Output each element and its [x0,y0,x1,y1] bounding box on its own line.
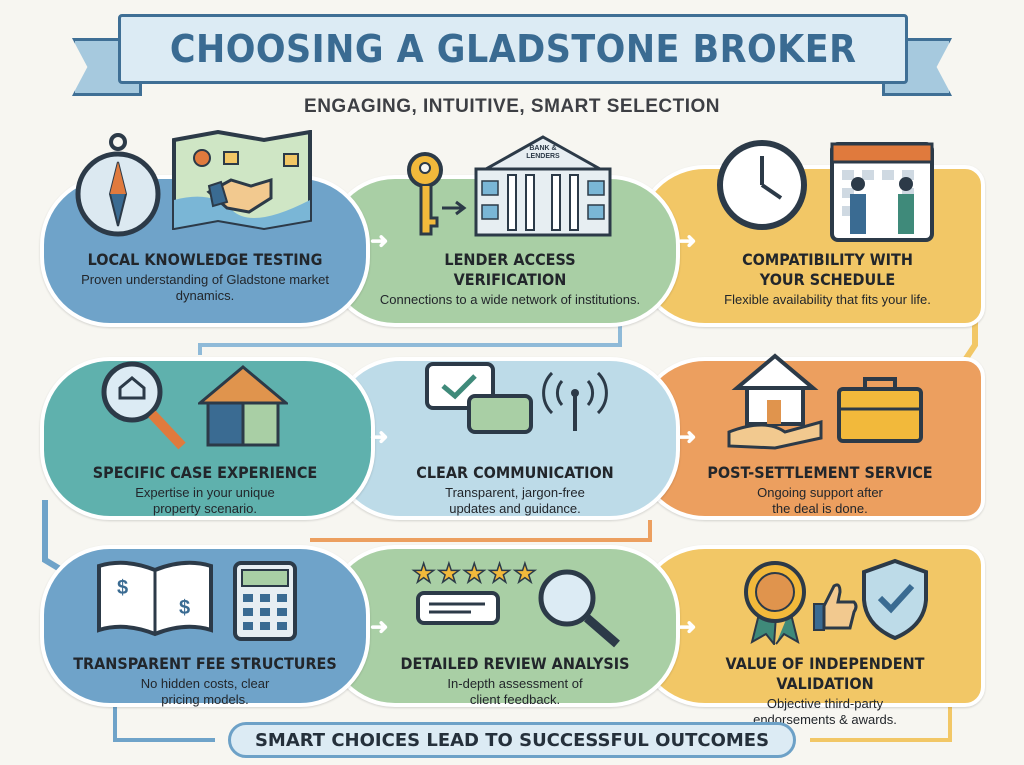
arrow-right-icon: ➜ [678,614,697,639]
card-text: COMPATIBILITY WITH YOUR SCHEDULE Flexible… [705,250,950,308]
card-title: TRANSPARENT FEE STRUCTURES [73,654,337,673]
bank-icon: BANK & LENDERS [468,135,618,240]
arrow-right-icon: ➜ [678,424,697,449]
handshake-icon [206,177,273,214]
toolbox-icon [837,377,923,443]
review-bubble-icon [416,591,500,625]
map-icon [172,130,312,230]
bank-sign: BANK & LENDERS [526,145,560,160]
chat-bubbles-icon [425,362,533,434]
card-desc: Flexible availability that fits your lif… [724,292,931,307]
arrow-icon [442,200,467,216]
card-text: CLEAR COMMUNICATION Transparent, jargon-f… [385,463,645,517]
card-desc: Ongoing support after the deal is done. [757,485,883,516]
svg-text:$: $ [117,577,128,599]
card-text: TRANSPARENT FEE STRUCTURES No hidden cost… [55,654,355,708]
award-badge-icon [744,561,806,645]
arrow-right-icon: ➜ [370,228,389,253]
shield-check-icon [862,558,928,641]
card-title: COMPATIBILITY WITH YOUR SCHEDULE [742,250,913,289]
subtitle: ENGAGING, INTUITIVE, SMART SELECTION [304,96,720,117]
footer-banner: SMART CHOICES LEAD TO SUCCESSFUL OUTCOME… [228,722,796,758]
arrow-right-icon: ➜ [370,614,389,639]
card-title: CLEAR COMMUNICATION [416,463,614,482]
key-icon [407,152,443,236]
page-title: CHOOSING A GLADSTONE BROKER [169,27,857,71]
card-title: DETAILED REVIEW ANALYSIS [400,654,630,673]
card-desc: Proven understanding of Gladstone market… [81,272,329,303]
signal-icon [542,371,608,431]
card-text: SPECIFIC CASE EXPERIENCE Expertise in you… [60,463,350,517]
svg-text:$: $ [179,597,190,619]
arrow-right-icon: ➜ [678,228,697,253]
calendar-icon [830,142,934,242]
title-banner: CHOOSING A GLADSTONE BROKER [118,14,908,84]
calculator-icon [233,561,297,641]
stars-icon: ★★★★★ [411,557,539,589]
card-text: LOCAL KNOWLEDGE TESTING Proven understand… [60,250,350,304]
review-magnifier-icon [538,569,620,648]
puzzle-house-icon [198,365,288,447]
card-text: DETAILED REVIEW ANALYSIS In-depth assessm… [375,654,655,708]
card-title: SPECIFIC CASE EXPERIENCE [92,463,318,482]
card-desc: No hidden costs, clear pricing models. [140,676,270,707]
arrow-right-icon: ➜ [370,424,389,449]
card-desc: In-depth assessment of client feedback. [447,676,583,707]
card-desc: Connections to a wide network of institu… [379,292,641,307]
card-desc: Expertise in your unique property scenar… [135,485,275,516]
compass-icon [75,133,161,237]
card-title: VALUE OF INDEPENDENT VALIDATION [725,654,925,693]
card-title: LENDER ACCESS VERIFICATION [444,250,576,289]
card-review-analysis [325,545,680,707]
card-desc: Objective third-party endorsements & awa… [753,696,897,727]
ledger-book-icon: $$ [97,560,213,637]
house-in-hand-icon [727,353,823,450]
thumbs-up-icon [813,583,858,631]
clock-icon [717,140,807,230]
magnifier-house-icon [101,361,186,450]
card-text: LENDER ACCESS VERIFICATION Connections to… [375,250,645,308]
card-title: LOCAL KNOWLEDGE TESTING [87,250,323,269]
card-text: POST-SETTLEMENT SERVICE Ongoing support a… [680,463,960,517]
card-desc: Transparent, jargon-free updates and gui… [445,485,585,516]
card-title: POST-SETTLEMENT SERVICE [707,463,933,482]
